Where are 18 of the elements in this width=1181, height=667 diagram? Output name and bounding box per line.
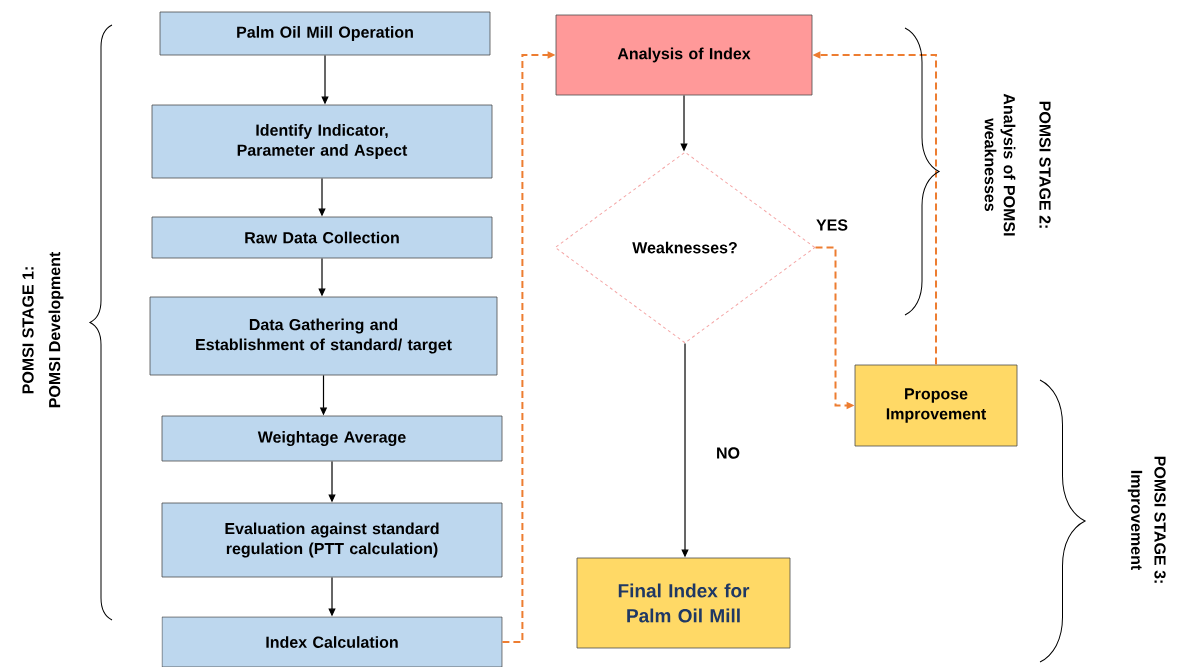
- process-box: Raw Data Collection: [151, 216, 493, 259]
- process-box: Index Calculation: [161, 616, 503, 667]
- stage-label: Analysis of POMSI weaknesses: [984, 93, 1016, 236]
- process-box: Evaluation against standard regulation (PTT calculation): [161, 502, 503, 578]
- process-box: Analysis of Index: [555, 14, 813, 96]
- stage-label: POMSI STAGE 1:: [22, 267, 34, 394]
- process-box: Palm Oil Mill Operation: [159, 11, 491, 56]
- edge-label: NO: [714, 445, 742, 461]
- process-box: Weightage Average: [161, 415, 503, 462]
- edge-label: YES: [814, 217, 850, 233]
- process-box: Data Gathering and Establishment of standard/ target: [149, 296, 498, 376]
- stage-label: POMSI STAGE 3:: [1154, 456, 1166, 583]
- process-box: Identify Indicator, Parameter and Aspect: [151, 104, 493, 179]
- process-box: Final Index for Palm Oil Mill: [576, 557, 791, 649]
- stage-label: POMSI STAGE 2:: [1039, 101, 1051, 228]
- stage-label: POMSI Development: [48, 252, 64, 408]
- process-box: Propose Improvement: [854, 364, 1018, 447]
- stage-label: Improvement: [1127, 470, 1143, 571]
